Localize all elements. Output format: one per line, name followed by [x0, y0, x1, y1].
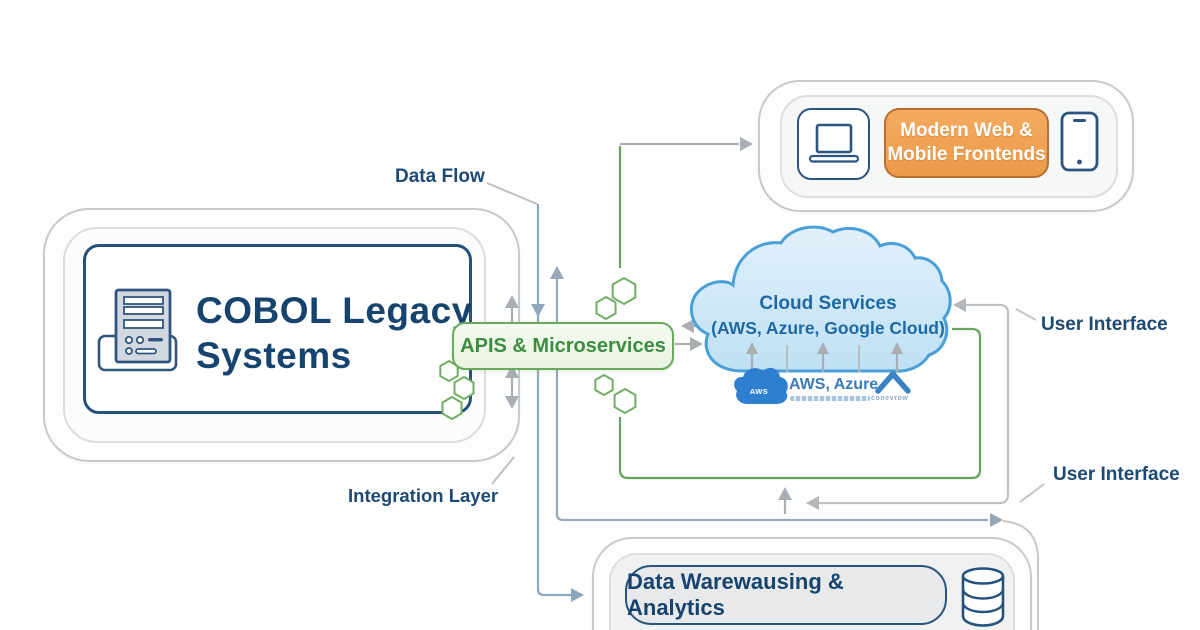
blurred-subtext-strip	[790, 396, 870, 401]
arrowhead-up-connector-5	[891, 342, 903, 354]
cloud-shape	[689, 225, 952, 373]
hexagon-icon	[453, 375, 475, 401]
arrowhead-up-short	[505, 295, 519, 308]
hexagon-icon	[594, 373, 614, 397]
user-interface-top-tick-line	[1015, 308, 1037, 321]
cobol-title: COBOL Legacy Systems	[196, 288, 473, 378]
laptop-icon	[808, 122, 860, 166]
arrowhead-up-apis	[550, 266, 564, 279]
google-cloud-logo-icon	[875, 371, 911, 394]
cloud-services-title: Cloud Services	[759, 293, 897, 314]
frontends-label-line2: Mobile Frontends	[887, 144, 1046, 165]
hexagon-icon	[611, 276, 637, 306]
integration-layer-label: Integration Layer	[348, 485, 499, 506]
mainframe-icon	[95, 284, 180, 376]
arrowhead-right-frontends	[740, 137, 753, 151]
arrowhead-left-bottom	[806, 496, 819, 510]
cloud-services-text: Cloud Services (AWS, Azure, Google Cloud…	[700, 292, 956, 339]
arrowhead-left-into-cloud	[953, 298, 966, 312]
hexagon-icon	[613, 387, 637, 415]
aws-badge-text: AWS	[749, 387, 769, 396]
frontends-label-line1: Modern Web &	[900, 120, 1033, 142]
aws-cloud-logo-icon	[734, 367, 788, 404]
arrowhead-left-into-apis	[681, 319, 694, 333]
hexagon-icon	[595, 295, 617, 321]
arrowhead-up-warehouse	[778, 487, 792, 500]
modern-frontends-box: Modern Web & Mobile Frontends	[884, 108, 1049, 178]
arrowhead-right-into-cloud	[690, 337, 703, 351]
arrowhead-right-bottom	[990, 513, 1003, 527]
providers-label: AWS, Azure	[789, 376, 879, 393]
arrowhead-up-double	[505, 365, 519, 378]
smartphone-icon	[1060, 111, 1099, 172]
integration-layer-tick-line	[491, 456, 515, 485]
integration-to-right-line	[555, 277, 988, 522]
hexagon-icon	[441, 395, 463, 421]
user-interface-loop-line	[818, 303, 1010, 505]
data-flow-tick-line	[486, 182, 538, 205]
data-flow-label: Data Flow	[395, 166, 485, 187]
arrowhead-down-data-flow	[531, 304, 545, 317]
arrowhead-right-into-warehouse	[571, 588, 584, 602]
cobol-title-line2: Systems	[196, 335, 352, 377]
arrowhead-down-double	[505, 396, 519, 409]
green-loop-line	[618, 327, 982, 480]
cobol-title-line1: COBOL Legacy	[196, 290, 473, 331]
database-icon	[958, 565, 1008, 627]
user-interface-bottom-label: User Interface	[1053, 464, 1180, 485]
user-interface-bottom-tick-line	[1019, 483, 1045, 503]
data-warehousing-label: Data Warewausing & Analytics	[627, 569, 844, 620]
gcloud-badge-text: conevrow	[871, 395, 909, 402]
laptop-tile	[797, 108, 870, 180]
arrowhead-up-connector-3	[817, 342, 829, 354]
user-interface-top-label: User Interface	[1041, 314, 1168, 335]
apis-microservices-label: APIS & Microservices	[460, 334, 666, 357]
bottom-right-curve-line	[1002, 520, 1039, 630]
arrowhead-up-connector-1	[746, 342, 758, 354]
apis-microservices-box: APIS & Microservices	[452, 322, 674, 370]
hexagon-decorations	[439, 276, 637, 421]
data-warehousing-box: Data Warewausing & Analytics	[625, 565, 947, 625]
cloud-services-subtitle: (AWS, Azure, Google Cloud)	[711, 317, 945, 338]
data-flow-line	[536, 204, 571, 597]
